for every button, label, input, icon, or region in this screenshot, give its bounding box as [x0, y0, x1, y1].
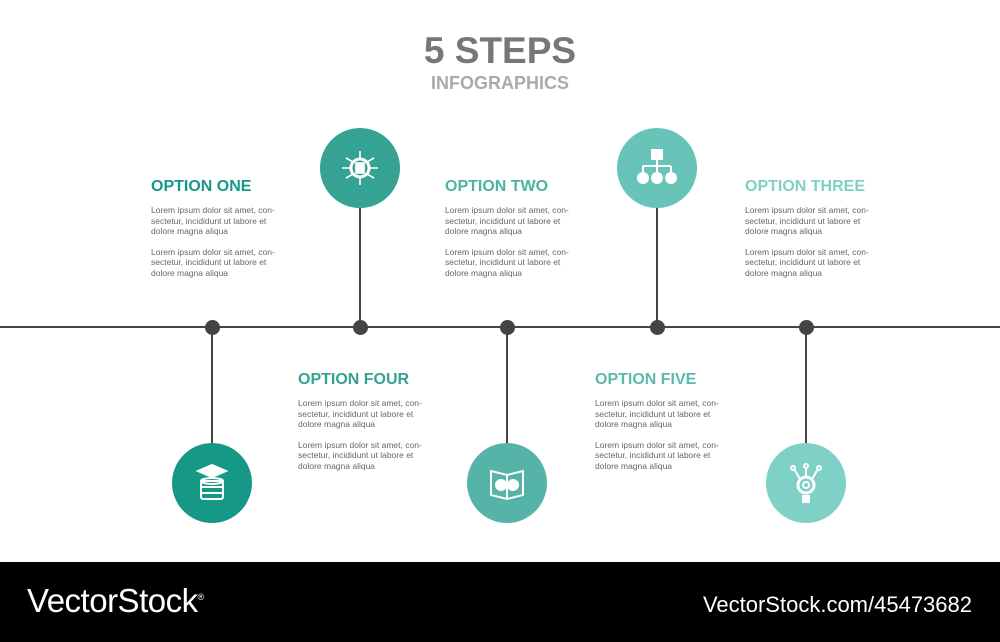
gear-circuit-icon: [766, 443, 846, 523]
option-five: OPTION FIVE Lorem ipsum dolor sit amet, …: [595, 371, 730, 481]
option-text: Lorem ipsum dolor sit amet, con- sectetu…: [298, 398, 422, 429]
timeline-dot-5: [799, 320, 814, 335]
option-text: Lorem ipsum dolor sit amet, con- sectetu…: [745, 246, 869, 278]
option-one: OPTION ONE Lorem ipsum dolor sit amet, c…: [151, 178, 286, 288]
option-text: Lorem ipsum dolor sit amet, con- sectetu…: [298, 439, 422, 471]
option-text: Lorem ipsum dolor sit amet, con- sectetu…: [151, 205, 275, 236]
timeline-dot-1: [205, 320, 220, 335]
option-title: OPTION ONE: [151, 178, 252, 195]
graduation-database-icon: [172, 443, 252, 523]
footer-bar: VectorStock® VectorStock.com/45473682: [0, 562, 1000, 642]
book-brain-icon: [467, 443, 547, 523]
option-two: OPTION TWO Lorem ipsum dolor sit amet, c…: [445, 178, 580, 288]
option-title: OPTION FIVE: [595, 371, 697, 388]
connector-4: [656, 205, 658, 327]
connector-1: [211, 327, 213, 447]
option-title: OPTION FOUR: [298, 371, 410, 388]
connector-2: [359, 205, 361, 327]
option-text: Lorem ipsum dolor sit amet, con- sectetu…: [595, 439, 719, 471]
option-three: OPTION THREE Lorem ipsum dolor sit amet,…: [745, 178, 880, 288]
gear-network-icon: [320, 128, 400, 208]
option-four: OPTION FOUR Lorem ipsum dolor sit amet, …: [298, 371, 433, 481]
image-url: VectorStock.com/45473682: [702, 592, 972, 617]
brand-logo: VectorStock®: [27, 582, 204, 620]
option-title: OPTION THREE: [745, 178, 866, 195]
option-text: Lorem ipsum dolor sit amet, con- sectetu…: [445, 205, 569, 236]
page-title: 5 STEPS: [423, 30, 577, 71]
connector-3: [506, 327, 508, 447]
option-title: OPTION TWO: [445, 178, 549, 195]
brand-name: VectorStock: [27, 582, 198, 619]
timeline-dot-3: [500, 320, 515, 335]
timeline-dot-4: [650, 320, 665, 335]
option-text: Lorem ipsum dolor sit amet, con- sectetu…: [595, 398, 719, 429]
timeline-dot-2: [353, 320, 368, 335]
hierarchy-icon: [617, 128, 697, 208]
connector-5: [805, 327, 807, 447]
registered-mark: ®: [197, 592, 205, 602]
page-subtitle: INFOGRAPHICS: [430, 73, 569, 93]
option-text: Lorem ipsum dolor sit amet, con- sectetu…: [745, 205, 869, 236]
option-text: Lorem ipsum dolor sit amet, con- sectetu…: [151, 246, 275, 278]
option-text: Lorem ipsum dolor sit amet, con- sectetu…: [445, 246, 569, 278]
